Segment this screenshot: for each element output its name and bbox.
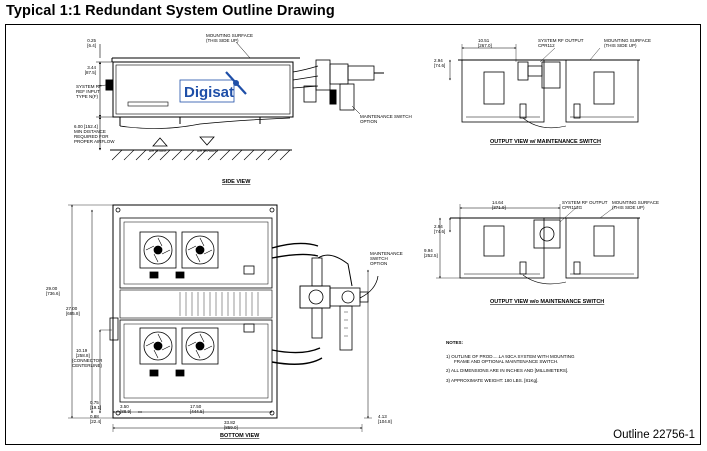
label-text: CPR112G	[562, 205, 583, 210]
dim-text: [87.5]	[85, 70, 96, 75]
label-text: SYSTEM RF OUTPUT	[562, 200, 608, 205]
label-text: SYSTEM RF OUTPUT	[538, 38, 584, 43]
dim-text: 0.88	[90, 414, 99, 419]
dim-text: 10.19	[76, 348, 88, 353]
label-text: MIN DISTANCE	[74, 129, 106, 134]
label-text: TYPE N(F)	[76, 94, 99, 99]
label-text: SWITCH	[370, 256, 388, 261]
dim-text: [22.4]	[90, 419, 101, 424]
dim-text: 0.75	[90, 400, 99, 405]
label-text: PROPER AIRFLOW	[74, 139, 115, 144]
dim-text: [685.8]	[66, 311, 80, 316]
label-text: OPTION	[370, 261, 387, 266]
dim-text: 14.64	[492, 200, 504, 205]
air-intake-arrow	[152, 137, 168, 147]
dim-text: [88.9]	[120, 409, 131, 414]
label-text: (THIS SIDE UP)	[206, 38, 239, 43]
dim-text: 17.50	[190, 404, 202, 409]
label-text: (CONNECTOR	[72, 358, 103, 363]
side-view-title: SIDE VIEW	[222, 179, 251, 185]
dim-text: 2.94	[434, 224, 443, 229]
drawing-frame	[5, 24, 701, 445]
dim-text: 6.00 [152.4]	[74, 124, 98, 129]
note-text: FRAME AND OPTIONAL MAINTENANCE SWITCH.	[454, 359, 558, 364]
dim-text: 9.94	[424, 248, 433, 253]
output-view-with-switch	[449, 44, 640, 129]
dim-text: 27.00	[66, 306, 78, 311]
note-text: 3) APPROXIMATE WEIGHT: 180 LBS. [81Kg].	[446, 378, 538, 383]
label-text: MOUNTING SURFACE	[604, 38, 651, 43]
dim-text: [371.9]	[492, 205, 506, 210]
label-text: MAINTENANCE	[370, 251, 403, 256]
label-text: AIR EXHAUST	[197, 149, 218, 153]
dim-text: [19.1]	[90, 405, 101, 410]
fan-icon	[139, 327, 177, 365]
bottom-view	[68, 204, 379, 432]
label-text: MOUNTING SURFACE	[206, 33, 253, 38]
dim-text: 3.50	[120, 404, 129, 409]
rf-input-connector	[105, 79, 114, 91]
output-view-without-switch	[436, 204, 640, 285]
note-text: 1) OUTLINE OF PROD.....LA 93CA SYSTEM WI…	[446, 354, 575, 359]
note-text: 2) ALL DIMENSIONS ARE IN INCHES AND [MIL…	[446, 368, 568, 373]
ground-hatch	[111, 149, 291, 161]
fan-icon	[181, 327, 219, 365]
label-text: SYSTEM RF	[76, 84, 102, 89]
label-text: OPTION	[360, 119, 377, 124]
dim-text: [6.4]	[87, 43, 96, 48]
label-text: MAINTENANCE SWITCH	[360, 114, 412, 119]
dim-text: [859.0]	[224, 425, 238, 430]
dim-text: [736.6]	[46, 291, 60, 296]
dim-text: 29.00	[46, 286, 58, 291]
label-text: CENTERLINE)	[72, 363, 103, 368]
dim-text: [252.5]	[424, 253, 438, 258]
notes-block: NOTES: 1) OUTLINE OF PROD.....LA 93CA SY…	[446, 340, 575, 383]
rf-input-connector	[109, 317, 119, 341]
outline-number: Outline 22756-1	[613, 429, 695, 441]
dim-text: 33.82	[224, 420, 236, 425]
dim-text: 3.44	[87, 65, 96, 70]
dim-text: [444.5]	[190, 409, 204, 414]
bottom-view-title: BOTTOM VIEW	[220, 433, 260, 439]
fan-icon	[181, 231, 219, 269]
label-text: AIR INTAKE	[149, 149, 166, 153]
dim-text: [258.8]	[76, 353, 90, 358]
fan-icon	[139, 231, 177, 269]
label-text: (THIS SIDE UP)	[604, 43, 637, 48]
label-text: CPR112	[538, 43, 555, 48]
dim-text: 2.94	[434, 58, 443, 63]
air-exhaust-arrow	[199, 136, 215, 146]
label-text: REF INPUT	[76, 89, 100, 94]
notes-heading: NOTES:	[446, 340, 464, 345]
label-text: MOUNTING SURFACE	[612, 200, 659, 205]
dim-text: [74.6]	[434, 63, 445, 68]
dim-text: [74.6]	[434, 229, 445, 234]
side-view	[96, 41, 384, 161]
dim-text: 0.25	[87, 38, 96, 43]
dim-text: 4.13	[378, 414, 387, 419]
output-view-with-title: OUTPUT VIEW w/ MAINTENANCE SWITCH	[490, 139, 601, 145]
page-title: Typical 1:1 Redundant System Outline Dra…	[6, 3, 335, 19]
label-text: (THIS SIDE UP)	[612, 205, 645, 210]
dim-text: [104.8]	[378, 419, 392, 424]
label-text: REQUIRED FOR	[74, 134, 109, 139]
digisat-logo: Digisat	[179, 71, 247, 103]
dim-text: 10.51	[478, 38, 490, 43]
brand-logo-text: Digisat	[184, 84, 234, 101]
output-view-without-title: OUTPUT VIEW w/o MAINTENANCE SWITCH	[490, 299, 604, 305]
dim-text: [267.0]	[478, 43, 492, 48]
